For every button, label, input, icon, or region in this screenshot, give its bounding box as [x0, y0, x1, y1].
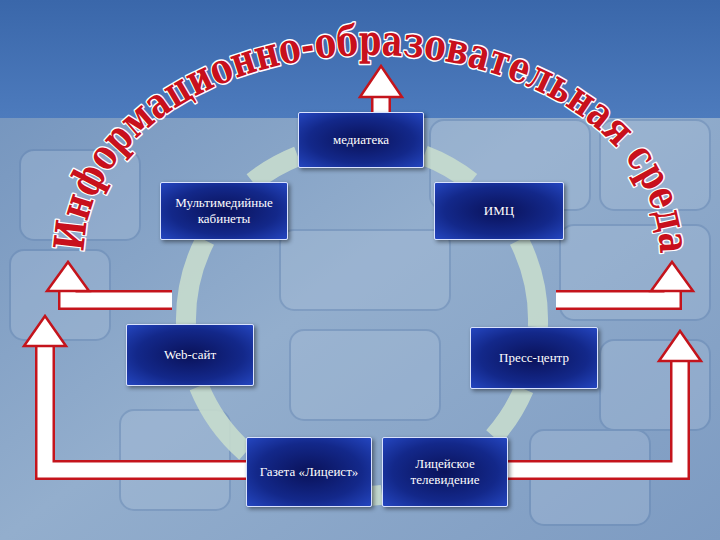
box-label: Пресс-центр [499, 350, 569, 366]
ring-segment [372, 485, 382, 506]
top-band [0, 0, 720, 118]
box-label: медиатека [333, 132, 389, 148]
process-box: Мультимедийные кабинеты [160, 182, 288, 240]
ring-segment [199, 386, 246, 452]
process-box: Лицейское телевидение [382, 437, 508, 507]
process-box: ИМЦ [434, 182, 564, 240]
ring-segment [253, 156, 298, 182]
ring-segment [519, 240, 538, 327]
arrow-head [47, 262, 89, 291]
arrow-head [659, 331, 701, 361]
arrow-heads [24, 66, 701, 361]
box-label: ИМЦ [484, 203, 514, 219]
box-label: Лицейское телевидение [391, 456, 499, 487]
box-label: Мультимедийные кабинеты [169, 195, 279, 226]
arrow-shafts [45, 94, 680, 470]
process-box: Web-сайт [126, 324, 254, 386]
arrow-head [24, 316, 66, 346]
process-box: Газета «Лицеист» [246, 437, 372, 507]
box-label: Газета «Лицеист» [260, 464, 359, 480]
arrow-head [360, 66, 402, 97]
ring-segment [186, 240, 205, 324]
process-box: Пресс-центр [470, 327, 598, 389]
box-label: Web-сайт [164, 347, 216, 363]
title-text: Информационно-образовательная среда [44, 16, 699, 255]
arrow-head [651, 262, 693, 291]
process-box: медиатека [298, 112, 424, 168]
keycaps [10, 120, 710, 525]
arched-title: Информационно-образовательная среда [44, 16, 699, 255]
ring-segment [494, 389, 524, 437]
ring-segment [424, 155, 471, 182]
